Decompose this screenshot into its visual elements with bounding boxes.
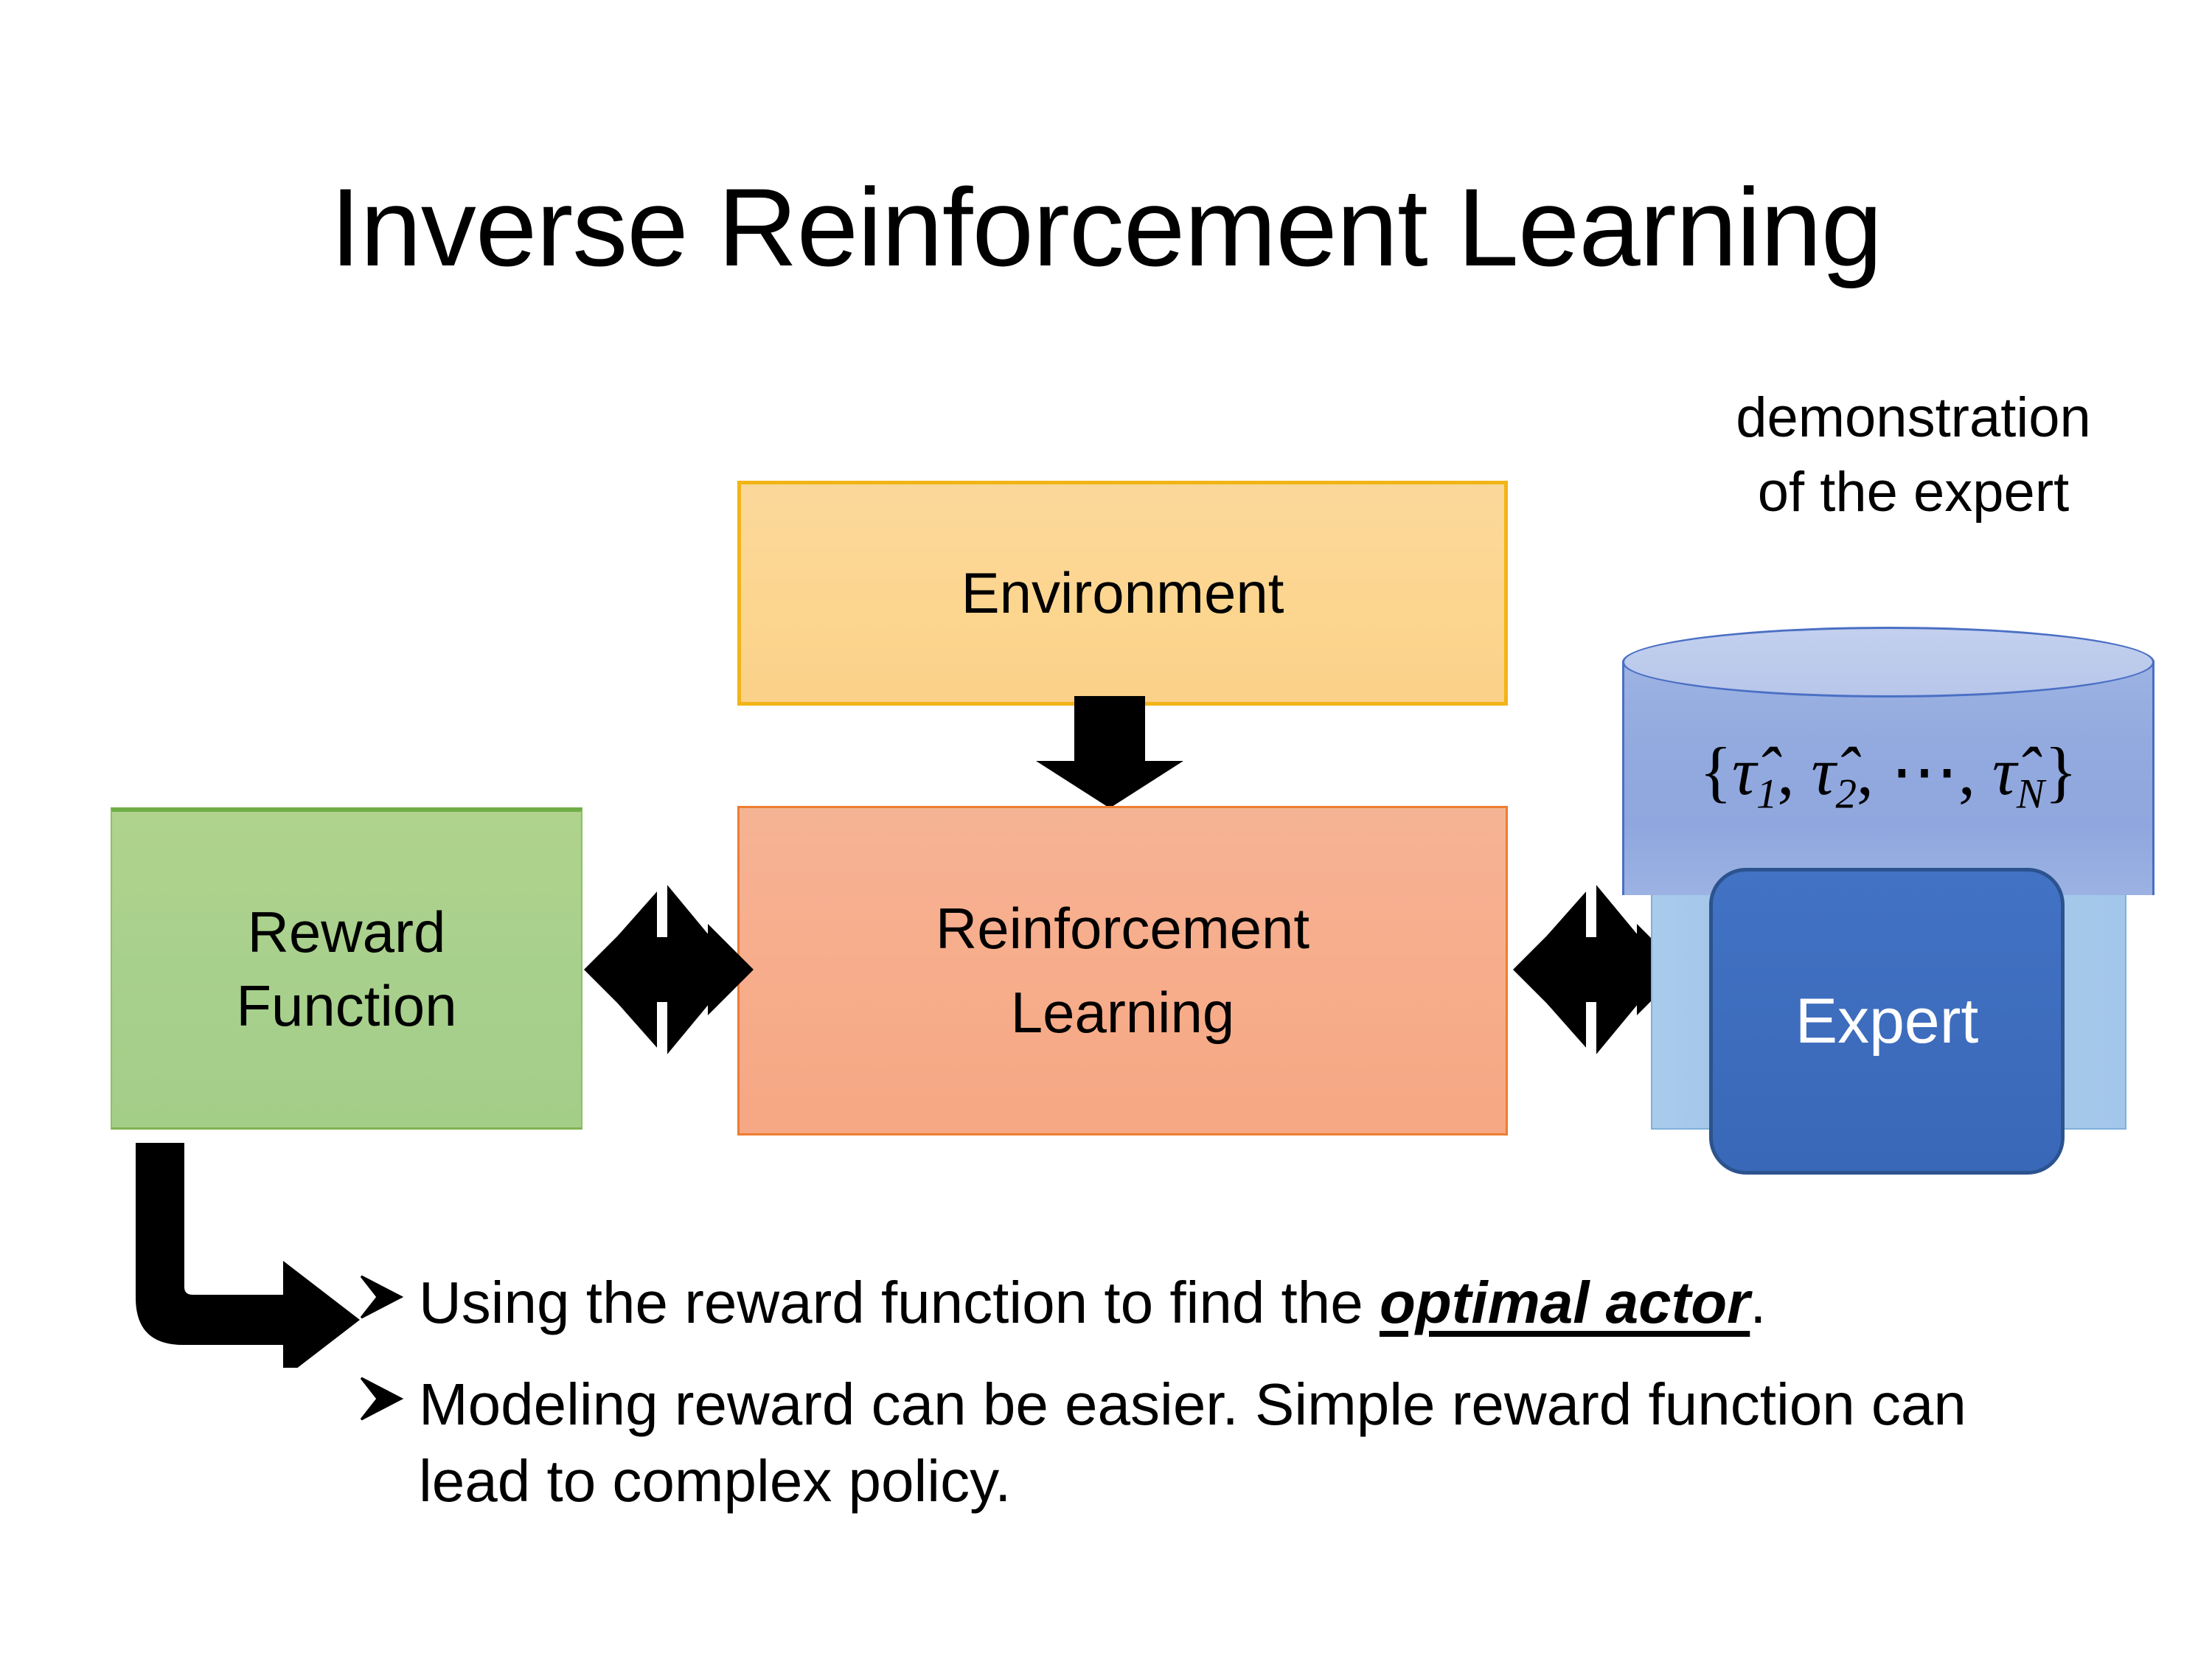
reinforcement-learning-label-line2: Learning [1010, 979, 1235, 1045]
demonstration-caption: demonstration of the expert [1615, 380, 2212, 529]
expert-box[interactable]: Expert [1709, 868, 2065, 1175]
reinforcement-learning-box[interactable]: Reinforcement Learning [737, 806, 1508, 1135]
arrow-bullet-icon [358, 1366, 419, 1425]
elbow-arrow-icon [125, 1143, 369, 1379]
brace-close: } [2044, 734, 2078, 809]
demonstration-cylinder: {τ̂1, τ̂2, ⋯, τ̂N} [1622, 627, 2154, 929]
tau-hat-2: τ̂ [1811, 734, 1836, 809]
bullet-1-emphasis: optimal actor [1379, 1270, 1750, 1335]
cylinder-body [1622, 661, 2154, 895]
reward-function-label-line1: Reward [247, 900, 446, 965]
tau-2-subscript: 2 [1835, 771, 1857, 818]
list-item: Using the reward function to find the op… [358, 1265, 2076, 1341]
bullet-text-2: Modeling reward can be easier. Simple re… [419, 1366, 2076, 1520]
expert-box-label: Expert [1795, 985, 1979, 1057]
bullet-list: Using the reward function to find the op… [358, 1265, 2076, 1545]
down-arrow-icon [1032, 696, 1187, 808]
reinforcement-learning-box-label: Reinforcement Learning [936, 887, 1310, 1054]
cylinder-top-ellipse [1622, 627, 2154, 698]
bullet-2-text-before: Modeling reward can be easier. Simple re… [419, 1371, 1966, 1514]
environment-box-label: Environment [961, 560, 1284, 625]
list-item: Modeling reward can be easier. Simple re… [358, 1366, 2076, 1520]
bullet-1-text-after: . [1750, 1270, 1767, 1335]
tau-1-subscript: 1 [1756, 771, 1778, 818]
tau-hat-n: τ̂ [1992, 734, 2017, 809]
ellipsis: ⋯ [1890, 734, 1958, 809]
tau-n-subscript: N [2016, 771, 2045, 818]
quad-arrow-reward-to-rl-icon [584, 874, 754, 1065]
comma-1: , [1777, 734, 1812, 809]
demonstration-caption-line2: of the expert [1757, 461, 2070, 524]
reward-function-box-label: Reward Function [236, 896, 456, 1043]
page-title: Inverse Reinforcement Learning [330, 165, 1883, 289]
tau-hat-1: τ̂ [1732, 734, 1756, 809]
comma-3: , [1958, 734, 1992, 809]
environment-box[interactable]: Environment [737, 481, 1508, 706]
arrow-bullet-icon [358, 1265, 419, 1323]
reward-function-box[interactable]: Reward Function [111, 807, 582, 1130]
demonstration-caption-line1: demonstration [1736, 386, 2091, 449]
brace-open: { [1699, 734, 1733, 809]
bullet-text-1: Using the reward function to find the op… [419, 1265, 1767, 1341]
quad-arrow-rl-to-expert-icon [1513, 874, 1683, 1065]
bullet-1-text-before: Using the reward function to find the [419, 1270, 1380, 1335]
comma-2: , [1856, 734, 1891, 809]
trajectory-set-label: {τ̂1, τ̂2, ⋯, τ̂N} [1622, 731, 2154, 818]
reward-function-label-line2: Function [236, 973, 457, 1038]
reinforcement-learning-label-line1: Reinforcement [935, 896, 1310, 961]
